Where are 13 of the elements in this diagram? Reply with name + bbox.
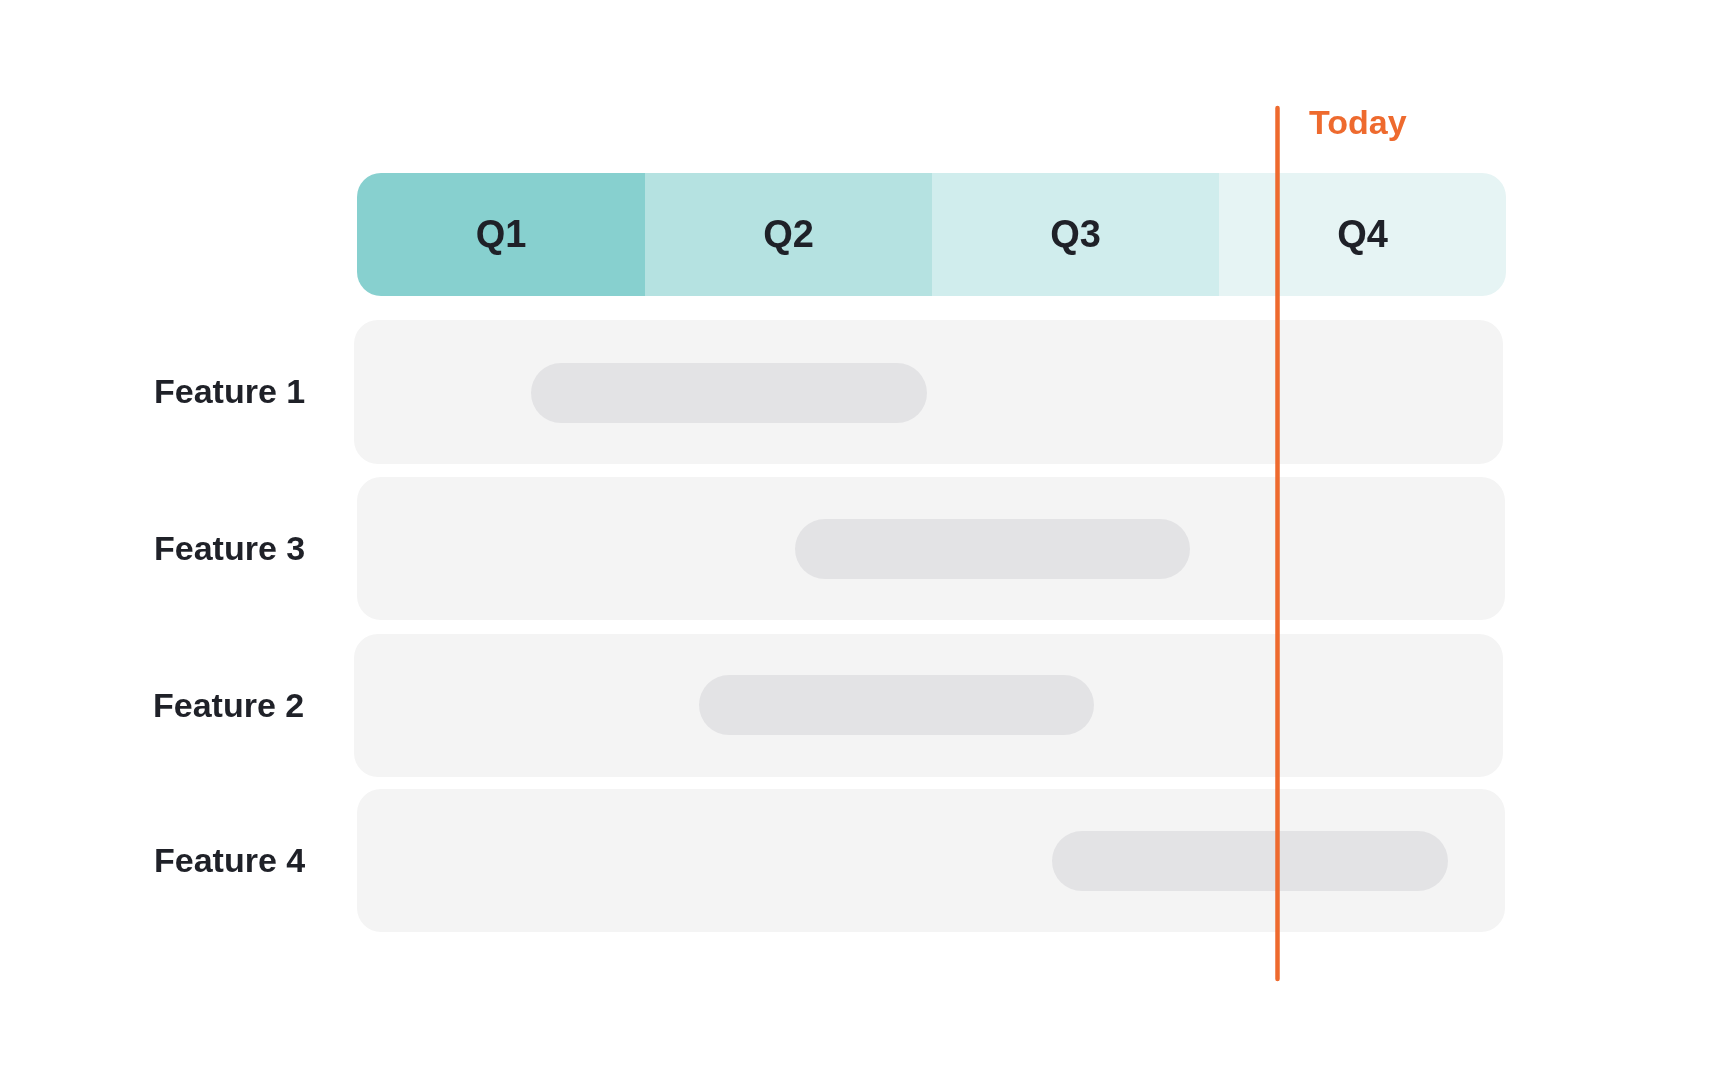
quarter-cell	[932, 173, 1219, 296]
row-label: Feature 4	[154, 840, 306, 881]
quarter-cell	[1219, 173, 1506, 296]
quarter-label: Q1	[474, 213, 528, 256]
quarter-label: Q3	[1049, 213, 1102, 256]
quarter-cell	[645, 173, 932, 296]
row-label: Feature 1	[154, 372, 306, 412]
quarter-cell	[357, 173, 645, 296]
today-label: Today	[1309, 103, 1407, 143]
quarter-label: Q2	[762, 213, 815, 256]
row-label: Feature 3	[154, 528, 306, 569]
row-label: Feature 2	[153, 685, 305, 726]
quarter-label: Q4	[1336, 213, 1389, 256]
